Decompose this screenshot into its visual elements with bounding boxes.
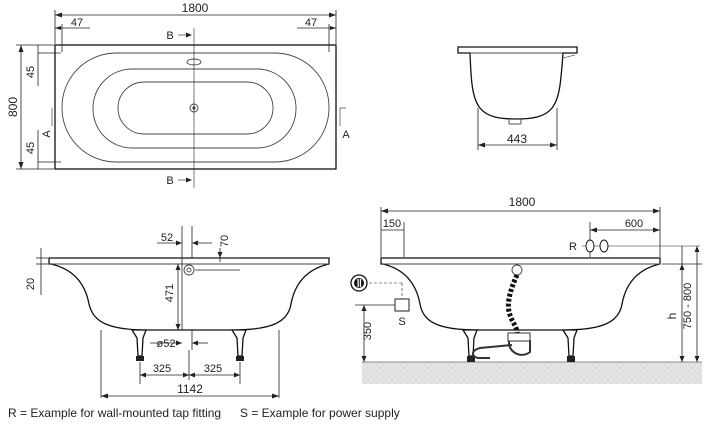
install-supply-label: S [398, 316, 405, 328]
side-waste-offset-label: 52 [161, 232, 173, 244]
plan-right-edge-label: 47 [305, 17, 317, 29]
plan-left-edge-label: 47 [71, 17, 83, 29]
side-view: 20 52 70 471 ø52 325 325 [25, 226, 330, 399]
section-a-right-label: A [342, 129, 350, 141]
side-foot-left-label: 325 [153, 363, 171, 375]
side-waste-diameter-label: ø52 [157, 338, 176, 350]
section-b-bottom-label: B [166, 175, 173, 187]
tub-bowl-inner [92, 68, 297, 149]
install-tap-label: R [569, 241, 577, 253]
drain-trap [472, 337, 531, 359]
tub-bowl-outline [61, 52, 330, 163]
side-depth-label: 471 [164, 284, 176, 302]
side-view-foot-left [130, 329, 147, 357]
legend-tap-fitting: R = Example for wall-mounted tap fitting [8, 406, 222, 420]
install-view-tub [380, 257, 661, 331]
plan-bottom-edge-label: 45 [25, 142, 37, 154]
drain-hose [505, 273, 520, 336]
section-a-left-label: A [41, 130, 53, 138]
install-view: S 350 1800 150 600 R [350, 195, 702, 384]
side-rim-thickness-label: 20 [25, 278, 37, 290]
side-view-tub [48, 257, 330, 331]
tub-floor-outline [117, 81, 274, 135]
side-view-foot-right [230, 329, 247, 357]
install-supply-height-label: 350 [362, 322, 374, 340]
tap-symbol-left [585, 239, 595, 253]
end-view-bottom-width-label: 443 [507, 132, 527, 146]
section-b-top-label: B [166, 30, 173, 42]
plan-length-label: 1800 [182, 1, 209, 15]
plan-top-edge-label: 45 [25, 66, 37, 78]
install-height-symbol: h [665, 313, 679, 320]
install-height-range-label: 750 - 800 [682, 283, 694, 329]
install-rim-offset-label: 150 [383, 218, 401, 230]
end-view: 443 [457, 46, 578, 150]
side-foot-right-label: 325 [204, 363, 222, 375]
tap-symbol-right [599, 239, 609, 253]
side-foot-span-label: 1142 [177, 382, 203, 396]
install-length-label: 1800 [509, 195, 536, 209]
legend-power-supply: S = Example for power supply [240, 406, 400, 420]
plan-width-label: 800 [6, 97, 20, 117]
bathtub-technical-drawing: 1800 47 47 800 45 45 A A B [6, 1, 702, 399]
power-supply-box [394, 298, 410, 312]
plan-view: 1800 47 47 800 45 45 A A B [6, 1, 350, 188]
floor-hatch [362, 362, 702, 384]
tub-rim-outline [54, 44, 337, 170]
side-overflow-height-label: 70 [219, 235, 231, 247]
install-tap-offset-label: 600 [625, 218, 643, 230]
end-view-rim [457, 46, 578, 120]
